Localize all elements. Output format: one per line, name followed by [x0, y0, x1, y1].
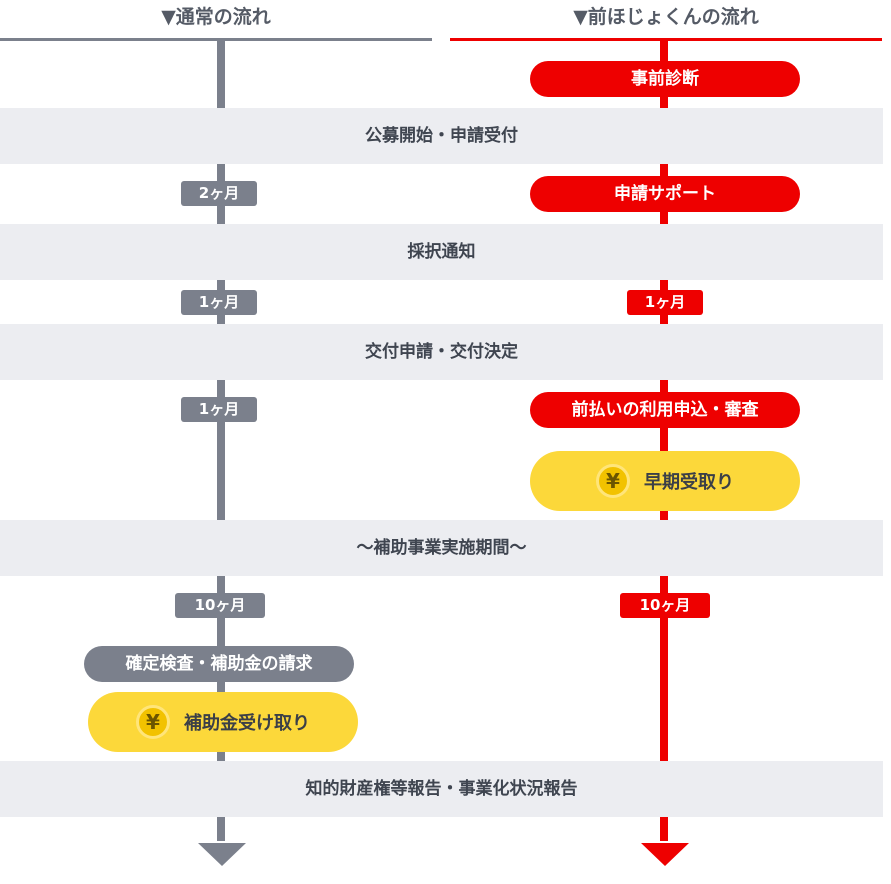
header-mae-flow: ▼前ほじょくんの流れ	[573, 6, 759, 28]
normal-arrow-head	[198, 843, 246, 866]
normal-flow-line	[217, 41, 225, 841]
band-koubo: 公募開始・申請受付	[0, 108, 883, 164]
duration-tag-10m-mae: 10ヶ月	[620, 593, 710, 618]
mae-flow-line	[660, 41, 668, 841]
yen-coin-icon: ¥	[596, 464, 630, 498]
step-maebarai-moushikomi: 前払いの利用申込・審査	[530, 392, 800, 428]
duration-tag-2m: 2ヶ月	[181, 181, 257, 206]
band-houkoku: 知的財産権等報告・事業化状況報告	[0, 761, 883, 817]
step-jizen-shindan: 事前診断	[530, 61, 800, 97]
duration-tag-1m-mae: 1ヶ月	[627, 290, 703, 315]
header-normal-underline	[0, 38, 432, 41]
duration-tag-1m-b: 1ヶ月	[181, 397, 257, 422]
duration-tag-10m: 10ヶ月	[175, 593, 265, 618]
band-kikan: 〜補助事業実施期間〜	[0, 520, 883, 576]
step-shinsei-support: 申請サポート	[530, 176, 800, 212]
yen-coin-icon: ¥	[136, 705, 170, 739]
souki-label: 早期受取り	[644, 472, 734, 493]
header-normal-flow: ▼通常の流れ	[161, 6, 271, 28]
header-mae-underline	[450, 38, 882, 41]
hojokin-label: 補助金受け取り	[184, 713, 310, 734]
mae-arrow-head	[641, 843, 689, 866]
step-hojokin-uketori: ¥ 補助金受け取り	[88, 692, 358, 752]
step-souki-uketori: ¥ 早期受取り	[530, 451, 800, 511]
duration-tag-1m: 1ヶ月	[181, 290, 257, 315]
band-saitaku: 採択通知	[0, 224, 883, 280]
band-koufu: 交付申請・交付決定	[0, 324, 883, 380]
step-kakutei-kensa: 確定検査・補助金の請求	[84, 646, 354, 682]
